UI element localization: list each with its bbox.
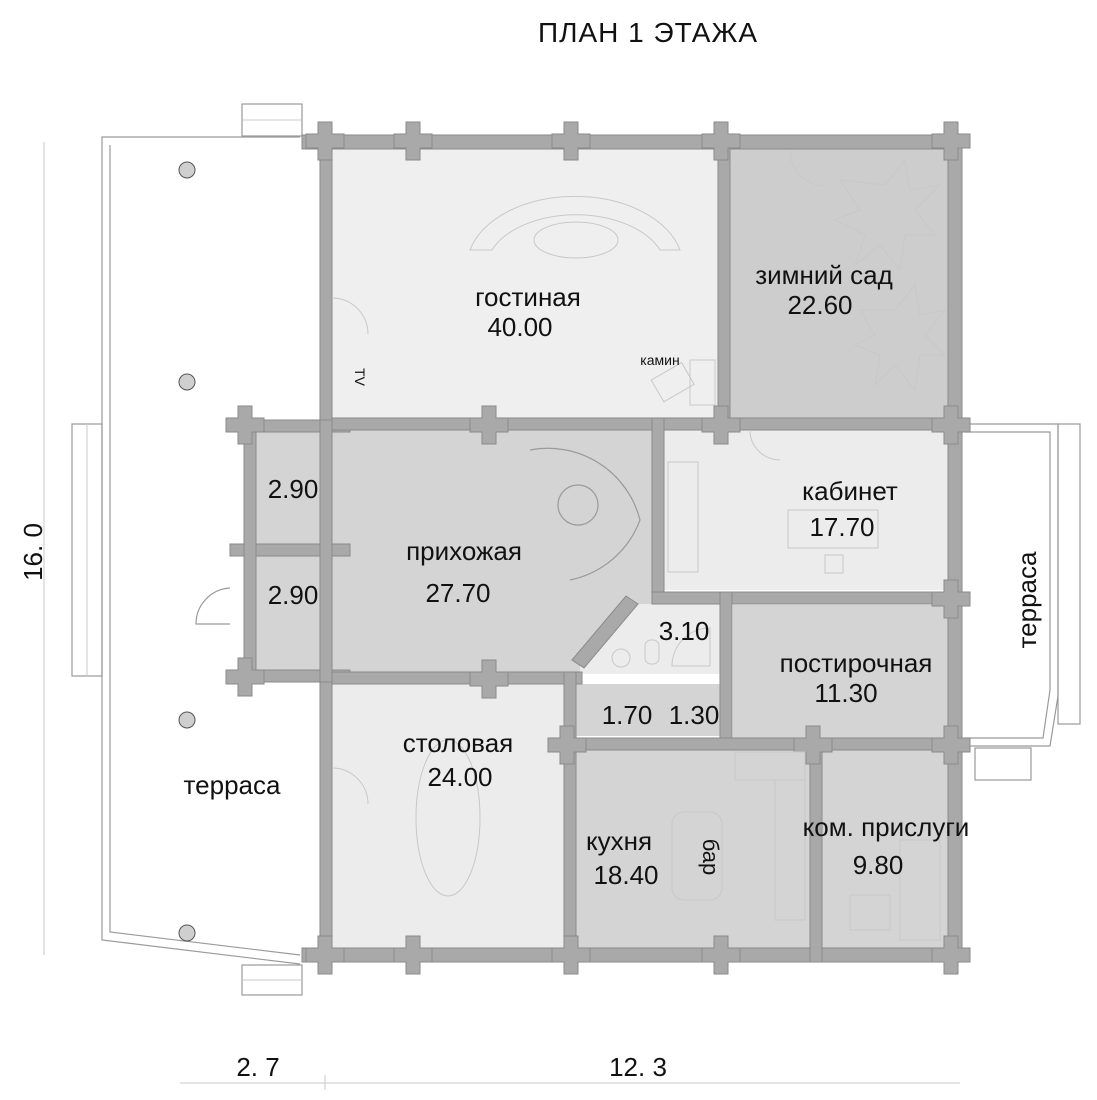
room-labels: гостиная 40.00 зимний сад 22.60 кабинет …: [184, 260, 1042, 890]
room-servant-name: ком. прислуги: [803, 812, 970, 842]
column-4: [178, 924, 196, 942]
column-1: [178, 161, 196, 179]
room-kitchen-area: 18.40: [593, 860, 658, 890]
dimension-height: 16. 0: [18, 523, 48, 581]
tv-label: TV: [352, 368, 368, 387]
plan-title: ПЛАН 1 ЭТАЖА: [538, 17, 758, 48]
room-hall-area: 27.70: [425, 578, 490, 608]
room-closet-area: 1.30: [669, 700, 720, 730]
room-laundry-area: 11.30: [814, 678, 877, 708]
room-living-name: гостиная: [475, 282, 581, 312]
terrace-left-label: терраса: [184, 770, 281, 800]
bar-label: бар: [698, 839, 723, 876]
room-laundry-name: постирочная: [780, 648, 933, 678]
terrace-left: [71, 103, 303, 996]
room-small-1-area: 2.90: [268, 474, 319, 504]
furniture: [195, 149, 947, 941]
walls: [229, 134, 963, 963]
fireplace-label: камин: [640, 352, 679, 368]
room-bath-area: 3.10: [659, 616, 710, 646]
column-2: [178, 373, 196, 391]
dimension-lines: [43, 142, 960, 1090]
room-dining-name: столовая: [403, 728, 514, 758]
room-small-2-area: 2.90: [268, 580, 319, 610]
terrace-right: [965, 423, 1081, 781]
room-study-area: 17.70: [809, 512, 874, 542]
terrace-right-label: терраса: [1012, 551, 1042, 648]
room-living-area: 40.00: [487, 312, 552, 342]
room-servant-area: 9.80: [853, 850, 904, 880]
room-kitchen-name: кухня: [586, 826, 652, 856]
log-joints: [225, 121, 971, 975]
room-dining-area: 24.00: [427, 762, 492, 792]
room-pantry-area: 1.70: [602, 700, 653, 730]
room-fills: [255, 148, 948, 948]
dimension-width-left: 2. 7: [236, 1052, 279, 1082]
room-wintergarden-area: 22.60: [787, 290, 852, 320]
room-wintergarden-name: зимний сад: [755, 260, 893, 290]
dimension-width-right: 12. 3: [609, 1052, 667, 1082]
room-study-name: кабинет: [802, 476, 898, 506]
column-3: [178, 711, 196, 729]
room-hall-name: прихожая: [406, 536, 522, 566]
